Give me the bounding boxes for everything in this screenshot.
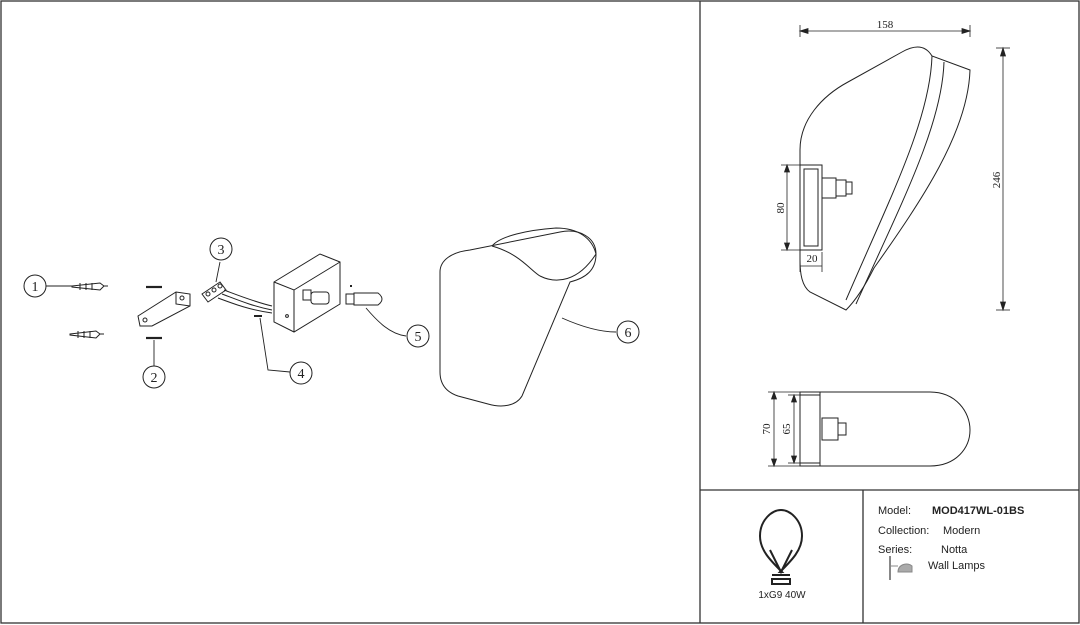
- part-wall-plug-upper: [71, 282, 108, 291]
- dimension-depth-inner: 65: [781, 393, 800, 465]
- collection-label: Collection:: [878, 525, 929, 537]
- collection-value: Modern: [943, 525, 980, 537]
- callout-2: 2: [142, 365, 166, 389]
- svg-text:20: 20: [807, 253, 819, 265]
- wall-lamp-icon: [889, 556, 913, 580]
- svg-text:5: 5: [415, 330, 422, 345]
- light-bulb-icon: [758, 508, 804, 585]
- callout-4: 4: [289, 361, 313, 385]
- part-g9-bulb: [345, 285, 383, 306]
- dimension-mount-height: 80: [775, 163, 800, 252]
- part-backplate: [273, 253, 341, 333]
- part-terminal-block: [201, 281, 273, 314]
- svg-text:158: 158: [877, 19, 894, 31]
- bulb-spec: 1xG9 40W: [758, 590, 806, 601]
- svg-text:2: 2: [151, 371, 158, 386]
- leader-lines: [46, 261, 617, 373]
- svg-text:3: 3: [218, 243, 225, 258]
- side-view: [799, 46, 971, 311]
- model-value: MOD417WL-01BS: [932, 505, 1024, 517]
- callout-1: 1: [23, 274, 47, 298]
- dimension-width: 158: [798, 19, 972, 37]
- model-label: Model:: [878, 505, 911, 517]
- dimension-depth-outer: 70: [761, 390, 800, 468]
- product-info: Model: MOD417WL-01BS Collection: Modern …: [878, 505, 1024, 572]
- svg-text:65: 65: [781, 423, 793, 435]
- svg-text:70: 70: [761, 423, 773, 435]
- callout-3: 3: [209, 237, 233, 261]
- exploded-view: [46, 227, 617, 407]
- dimension-mount-depth: 20: [799, 252, 823, 272]
- series-value: Notta: [941, 544, 968, 556]
- svg-text:1: 1: [32, 280, 39, 295]
- top-view: [799, 391, 971, 467]
- svg-text:80: 80: [775, 202, 787, 214]
- svg-text:4: 4: [298, 367, 305, 382]
- svg-text:6: 6: [625, 326, 632, 341]
- svg-text:246: 246: [991, 171, 1003, 188]
- callout-5: 5: [406, 324, 430, 348]
- category-value: Wall Lamps: [928, 560, 986, 572]
- series-label: Series:: [878, 544, 912, 556]
- part-wall-plug-lower: [69, 330, 104, 339]
- part-lamp-shade: [439, 227, 597, 407]
- dimension-height: 246: [991, 46, 1010, 312]
- callout-6: 6: [616, 320, 640, 344]
- part-mounting-bracket: [137, 291, 191, 327]
